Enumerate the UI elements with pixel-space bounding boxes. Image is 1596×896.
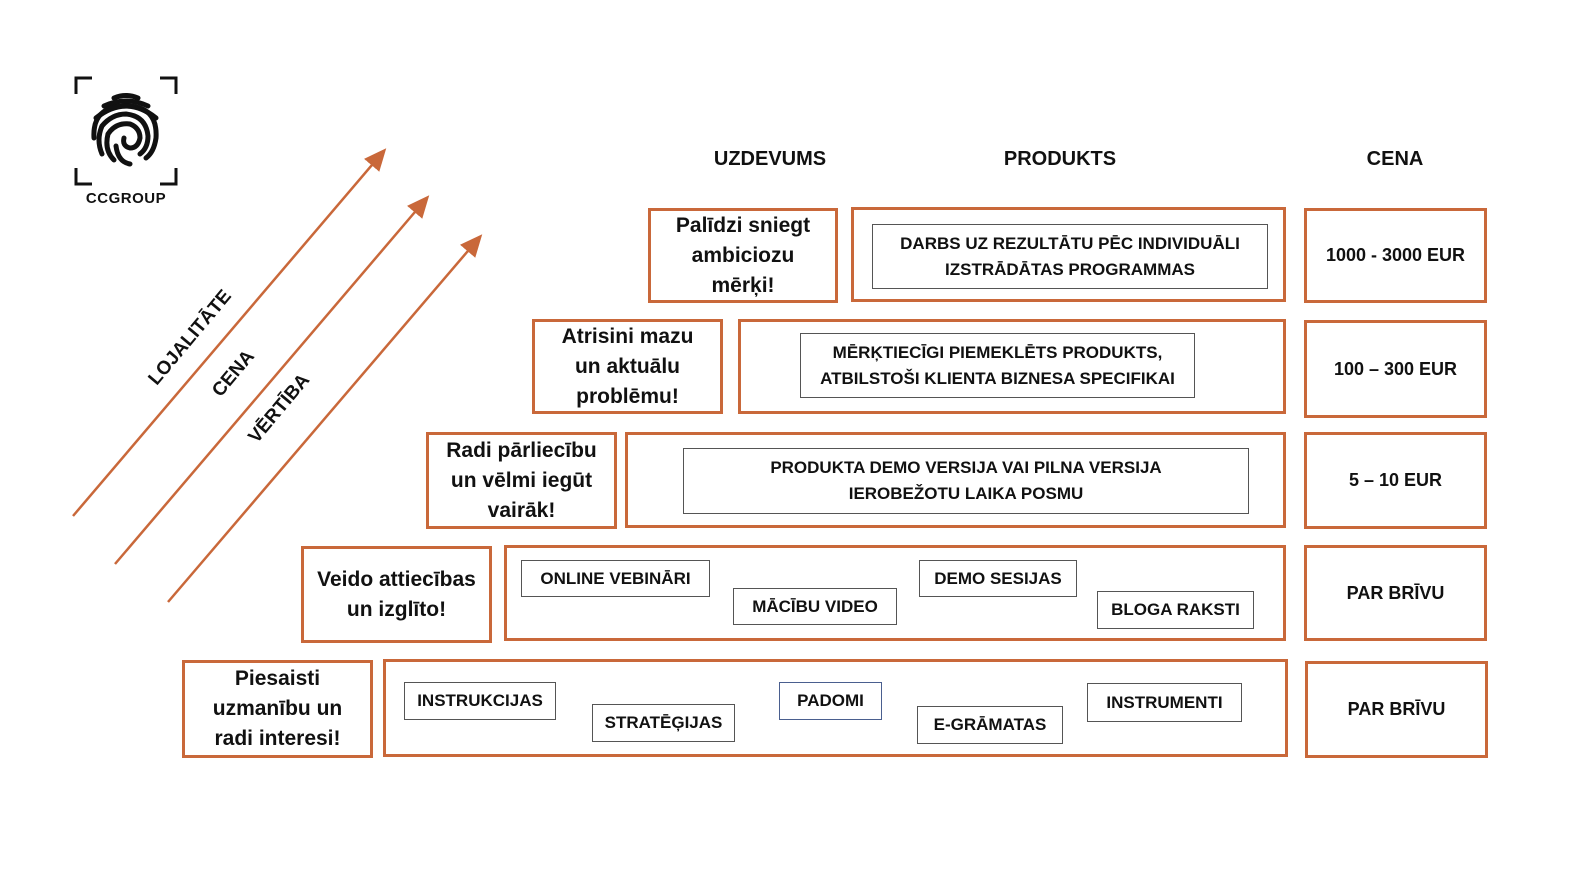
product-item: PRODUKTA DEMO VERSIJA VAI PILNA VERSIJA … xyxy=(683,448,1249,514)
arrow-price xyxy=(114,195,430,565)
task-box: Atrisini mazu un aktuālu problēmu! xyxy=(532,319,723,414)
arrow-loyalty xyxy=(72,148,387,517)
product-item: ONLINE VEBINĀRI xyxy=(521,560,710,597)
diagonal-arrows xyxy=(72,148,483,603)
product-item: E-GRĀMATAS xyxy=(917,706,1063,744)
logo-text: CCGROUP xyxy=(85,190,167,207)
fingerprint-icon xyxy=(74,76,178,186)
price-box: PAR BRĪVU xyxy=(1305,661,1488,758)
task-box: Piesaisti uzmanību un radi interesi! xyxy=(182,660,373,758)
product-item: INSTRUMENTI xyxy=(1087,683,1242,722)
price-box: 5 – 10 EUR xyxy=(1304,432,1487,529)
task-box: Veido attiecības un izglīto! xyxy=(301,546,492,643)
header-task: UZDEVUMS xyxy=(713,148,827,170)
price-box: PAR BRĪVU xyxy=(1304,545,1487,641)
product-item: MĒRĶTIECĪGI PIEMEKLĒTS PRODUKTS, ATBILST… xyxy=(800,333,1195,398)
task-box: Palīdzi sniegt ambiciozu mērķi! xyxy=(648,208,838,303)
product-item: STRATĒĢIJAS xyxy=(592,704,735,742)
price-box: 100 – 300 EUR xyxy=(1304,320,1487,418)
header-price: CENA xyxy=(1366,148,1424,170)
logo: CCGROUP xyxy=(74,76,178,211)
product-item: MĀCĪBU VIDEO xyxy=(733,588,897,625)
product-item: INSTRUKCIJAS xyxy=(404,682,556,720)
product-item: PADOMI xyxy=(779,682,882,720)
header-product: PRODUKTS xyxy=(1003,148,1117,170)
product-item: BLOGA RAKSTI xyxy=(1097,591,1254,629)
product-item: DEMO SESIJAS xyxy=(919,560,1077,597)
product-item: DARBS UZ REZULTĀTU PĒC INDIVIDUĀLI IZSTR… xyxy=(872,224,1268,289)
price-box: 1000 - 3000 EUR xyxy=(1304,208,1487,303)
task-box: Radi pārliecību un vēlmi iegūt vairāk! xyxy=(426,432,617,529)
arrow-value xyxy=(167,234,483,603)
